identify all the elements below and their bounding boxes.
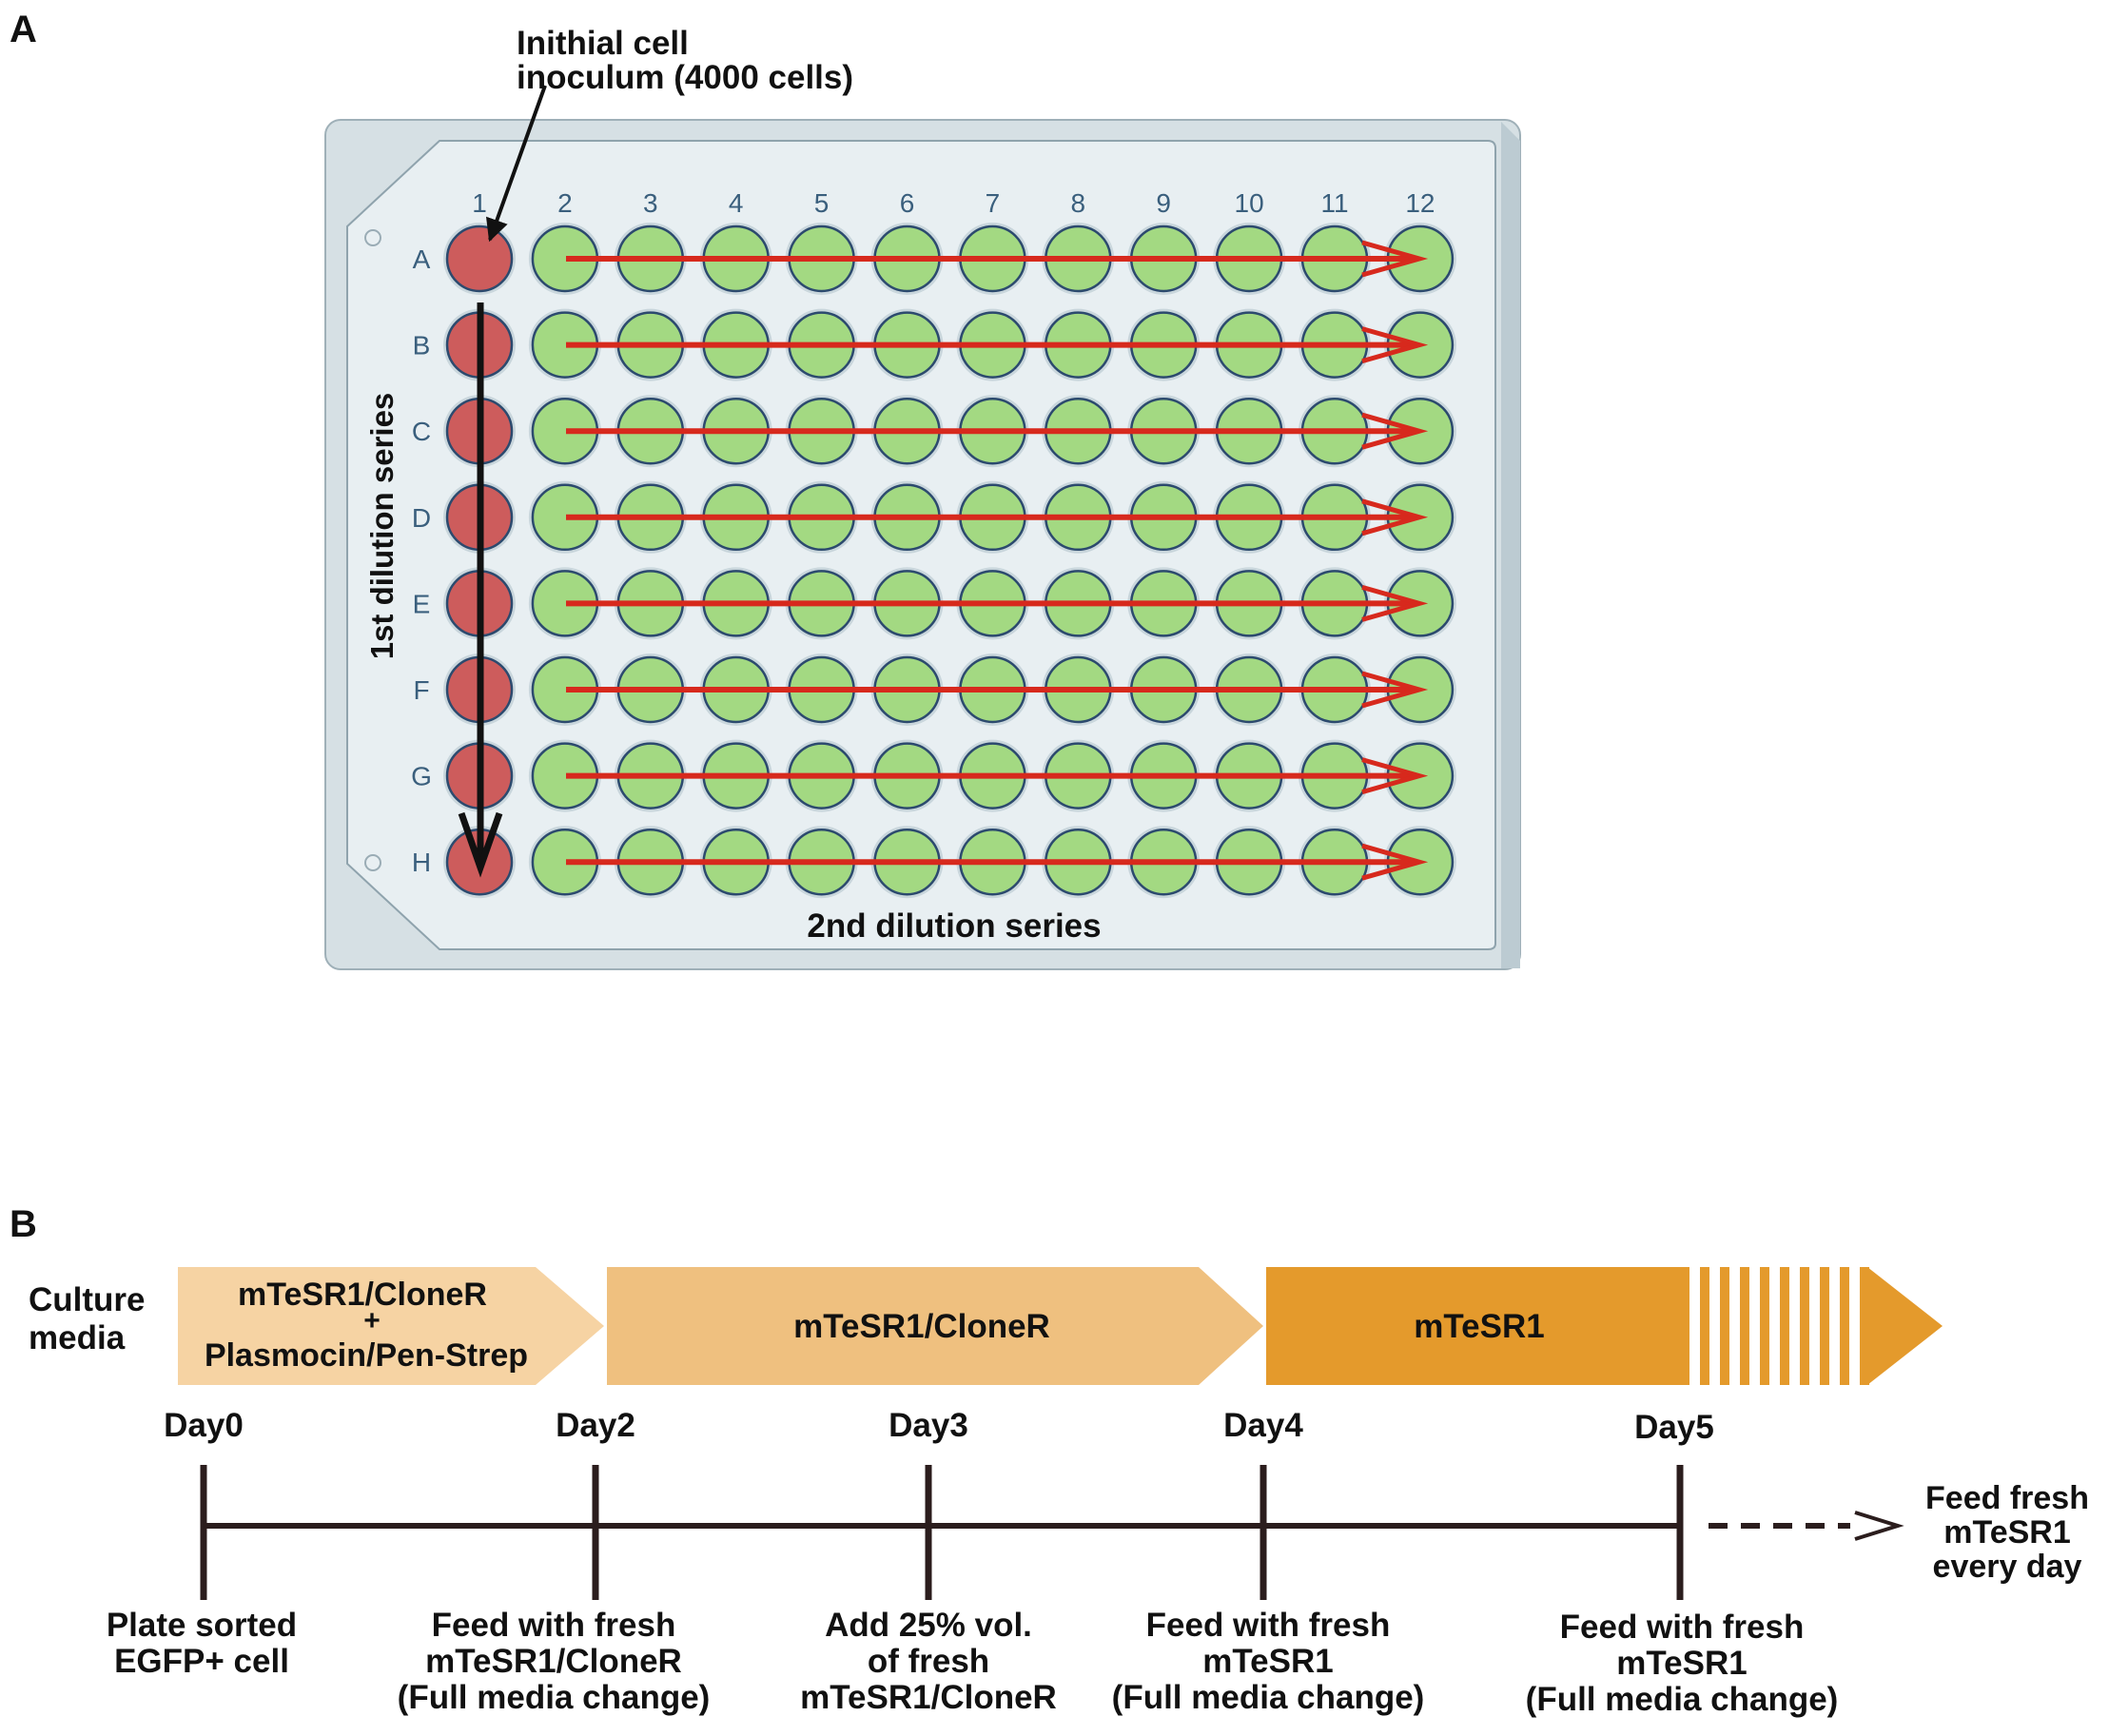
second-dilution-label: 2nd dilution series	[807, 907, 1101, 945]
event-label: Feed with fresh	[1146, 1607, 1391, 1644]
event-label: mTeSR1	[1202, 1643, 1333, 1680]
row-arrows	[566, 240, 1429, 881]
event-label: mTeSR1/CloneR	[800, 1679, 1057, 1716]
row-dilution-arrowhead	[1361, 757, 1429, 795]
column-label: 7	[986, 188, 1001, 218]
event-label: mTeSR1/CloneR	[425, 1643, 682, 1680]
well-seeded	[445, 224, 514, 293]
panel-a-label: A	[10, 9, 37, 50]
inoculum-line2: inoculum (4000 cells)	[517, 59, 853, 96]
row-dilution-arrowhead	[1361, 843, 1429, 881]
column-label: 4	[729, 188, 744, 218]
media-continuation-stripes	[1700, 1267, 1943, 1385]
day-label: Day3	[889, 1407, 968, 1444]
row-dilution-arrowhead	[1361, 412, 1429, 450]
row-dilution-arrowhead	[1361, 498, 1429, 536]
column-label: 1	[472, 188, 487, 218]
first-dilution-label: 1st dilution series	[364, 393, 400, 660]
future-line1: Feed fresh	[1925, 1480, 2089, 1516]
media-segment-1	[178, 1267, 604, 1385]
event-label: (Full media change)	[398, 1679, 711, 1716]
segment-1-line1: mTeSR1/CloneR	[238, 1277, 487, 1313]
first-dilution-arrow	[458, 302, 503, 878]
media-segment-3	[1266, 1267, 1689, 1385]
column-label: 11	[1320, 188, 1348, 218]
row-label: H	[412, 848, 431, 877]
row-label: A	[413, 244, 431, 274]
row-labels: A B C D E F G H	[411, 244, 432, 877]
day-label: Day5	[1634, 1409, 1714, 1446]
event-label: Feed with fresh	[432, 1607, 676, 1644]
column-label: 5	[814, 188, 830, 218]
panel-b-label: B	[10, 1203, 37, 1245]
plate-notch-bottom	[364, 854, 381, 871]
event-label: mTeSR1	[1616, 1645, 1747, 1682]
row-dilution-arrowhead	[1361, 326, 1429, 364]
media-segment-2	[607, 1267, 1263, 1385]
future-line2: mTeSR1	[1943, 1514, 2071, 1551]
plate-notch-top	[364, 229, 381, 246]
row-label: B	[413, 331, 431, 361]
row-label: D	[412, 503, 431, 533]
column-label: 10	[1235, 188, 1264, 218]
segment-1-line3: Plasmocin/Pen-Strep	[205, 1337, 528, 1374]
day-label: Day0	[164, 1407, 244, 1444]
column-label: 2	[557, 188, 573, 218]
column-label: 3	[643, 188, 658, 218]
row-label: G	[411, 762, 432, 791]
event-label: (Full media change)	[1526, 1681, 1839, 1718]
row-dilution-arrowhead	[1361, 671, 1429, 709]
culture-media-label-1: Culture	[29, 1281, 146, 1318]
day-labels: Day0 Day2 Day3 Day4 Day5	[164, 1407, 1714, 1446]
segment-2-label: mTeSR1/CloneR	[793, 1308, 1050, 1345]
column-label: 8	[1071, 188, 1086, 218]
segment-3-label: mTeSR1	[1414, 1308, 1544, 1345]
inoculum-line1: Inithial cell	[517, 25, 689, 62]
row-dilution-arrowhead	[1361, 240, 1429, 278]
future-line3: every day	[1933, 1549, 2082, 1585]
column-label: 9	[1156, 188, 1171, 218]
inoculum-arrow	[485, 85, 547, 243]
timeline-ticks	[200, 1465, 1684, 1600]
event-label: Plate sorted	[107, 1607, 297, 1644]
day-label: Day4	[1223, 1407, 1303, 1444]
event-label: (Full media change)	[1112, 1679, 1425, 1716]
timeline-future-arrowhead	[1854, 1511, 1904, 1541]
culture-media-label-2: media	[29, 1319, 126, 1356]
row-label: E	[413, 589, 431, 618]
column-label: 6	[900, 188, 915, 218]
event-label: EGFP+ cell	[114, 1643, 289, 1680]
day-label: Day2	[556, 1407, 635, 1444]
row-dilution-arrowhead	[1361, 584, 1429, 622]
row-label: F	[413, 675, 429, 705]
event-label: Feed with fresh	[1560, 1609, 1805, 1646]
event-label: Add 25% vol.	[825, 1607, 1032, 1644]
row-label: C	[412, 417, 431, 446]
event-label: of fresh	[868, 1643, 989, 1680]
segment-1-line2: +	[363, 1305, 381, 1336]
column-label: 12	[1405, 188, 1435, 218]
